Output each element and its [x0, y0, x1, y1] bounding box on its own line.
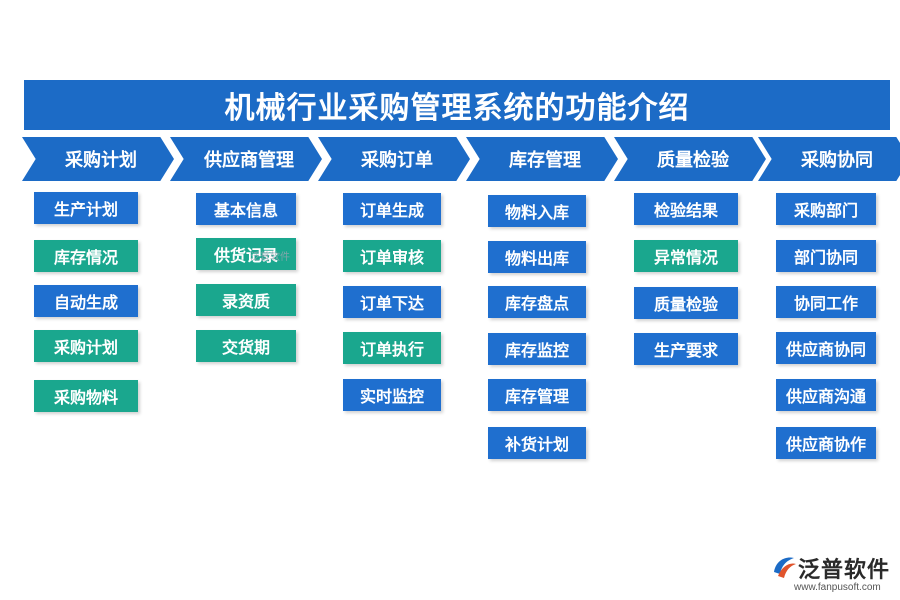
category-chevron: 采购订单	[318, 137, 470, 181]
feature-item: 订单执行	[343, 332, 441, 364]
feature-item: 自动生成	[34, 285, 138, 317]
category-chevron: 采购协同	[758, 137, 900, 181]
feature-item: 实时监控	[343, 379, 441, 411]
feature-item: 部门协同	[776, 240, 876, 272]
logo-name: 泛普软件	[798, 558, 891, 583]
feature-item: 库存监控	[488, 333, 586, 365]
feature-item: 异常情况	[634, 240, 738, 272]
feature-item: 采购部门	[776, 193, 876, 225]
feature-item: 交货期	[196, 330, 296, 362]
category-chevron: 库存管理	[466, 137, 618, 181]
feature-item: 库存盘点	[488, 286, 586, 318]
feature-item: 订单生成	[343, 193, 441, 225]
feature-item: 库存管理	[488, 379, 586, 411]
feature-item: 订单下达	[343, 286, 441, 318]
logo-url: www.fanpusoft.com	[794, 582, 881, 593]
feature-item: 生产要求	[634, 333, 738, 365]
category-chevron-row: 采购计划供应商管理采购订单库存管理质量检验采购协同	[22, 137, 900, 181]
feature-item: 物料出库	[488, 241, 586, 273]
feature-item: 供应商沟通	[776, 379, 876, 411]
fanpu-logo-icon	[774, 557, 796, 578]
feature-item: 供货记录	[196, 238, 296, 270]
feature-item: 库存情况	[34, 240, 138, 272]
diagram-title: 机械行业采购管理系统的功能介绍	[24, 80, 890, 130]
category-chevron: 采购计划	[22, 137, 174, 181]
feature-item: 物料入库	[488, 195, 586, 227]
feature-item: 供应商协同	[776, 332, 876, 364]
feature-item: 基本信息	[196, 193, 296, 225]
category-chevron: 质量检验	[614, 137, 766, 181]
feature-item: 采购物料	[34, 380, 138, 412]
feature-item: 质量检验	[634, 287, 738, 319]
feature-item: 采购计划	[34, 330, 138, 362]
category-chevron: 供应商管理	[170, 137, 322, 181]
feature-item: 订单审核	[343, 240, 441, 272]
watermark: 泛普软件	[250, 252, 290, 263]
feature-item: 生产计划	[34, 192, 138, 224]
feature-item: 协同工作	[776, 286, 876, 318]
feature-item: 检验结果	[634, 193, 738, 225]
feature-item: 录资质	[196, 284, 296, 316]
feature-item: 补货计划	[488, 427, 586, 459]
feature-item: 供应商协作	[776, 427, 876, 459]
brand-logo: 泛普软件 www.fanpusoft.com	[770, 552, 894, 596]
